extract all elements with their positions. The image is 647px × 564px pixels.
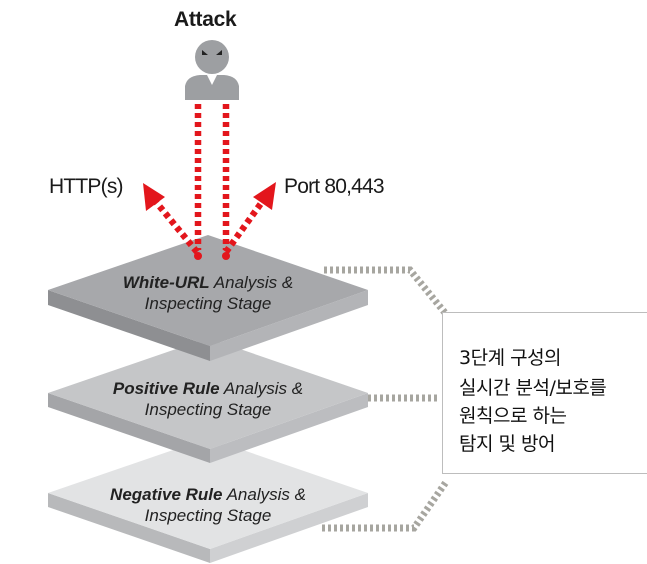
arrowheads [143, 182, 276, 260]
layer-negative-rule [48, 438, 368, 563]
layer-stage-white-url: Inspecting Stage [144, 294, 272, 313]
callout-line-1: 3단계 구성의 [459, 347, 562, 369]
layer-stage-positive-rule: Inspecting Stage [144, 400, 272, 419]
layer-subtitle-positive-rule: Analysis & [219, 379, 304, 398]
arrow-origin-dot-right [222, 252, 230, 260]
callout-line-4: 탐지 및 방어 [459, 433, 555, 455]
port-label: Port 80,443 [284, 175, 385, 198]
http-label: HTTP(s) [49, 175, 124, 198]
attacker-icon [185, 40, 239, 100]
layer-title-negative-rule: Negative Rule [110, 485, 223, 504]
arrowhead-left [143, 183, 165, 211]
callout-line-3: 원칙으로 하는 [459, 405, 567, 427]
layer-label-white-url: White-URL Analysis & Inspecting Stage [88, 272, 328, 314]
dotted-connector [322, 266, 449, 532]
layer-subtitle-white-url: Analysis & [209, 273, 294, 292]
layer-label-negative-rule: Negative Rule Analysis & Inspecting Stag… [88, 484, 328, 526]
attack-label: Attack [174, 8, 237, 31]
layer-white-url [48, 235, 368, 361]
layer-title-positive-rule: Positive Rule [112, 379, 220, 398]
arrow-origin-dot-left [194, 252, 202, 260]
layer-label-positive-rule: Positive Rule Analysis & Inspecting Stag… [88, 378, 328, 420]
attack-arrows [153, 104, 265, 255]
callout-box: 3단계 구성의 실시간 분석/보호를 원칙으로 하는 탐지 및 방어 [442, 312, 647, 474]
layer-positive-rule [48, 338, 368, 463]
callout-line-2: 실시간 분석/보호를 [459, 377, 607, 399]
layer-stage-negative-rule: Inspecting Stage [144, 506, 272, 525]
arrowhead-right [253, 182, 276, 210]
layer-title-white-url: White-URL [122, 273, 210, 292]
layer-subtitle-negative-rule: Analysis & [222, 485, 306, 504]
